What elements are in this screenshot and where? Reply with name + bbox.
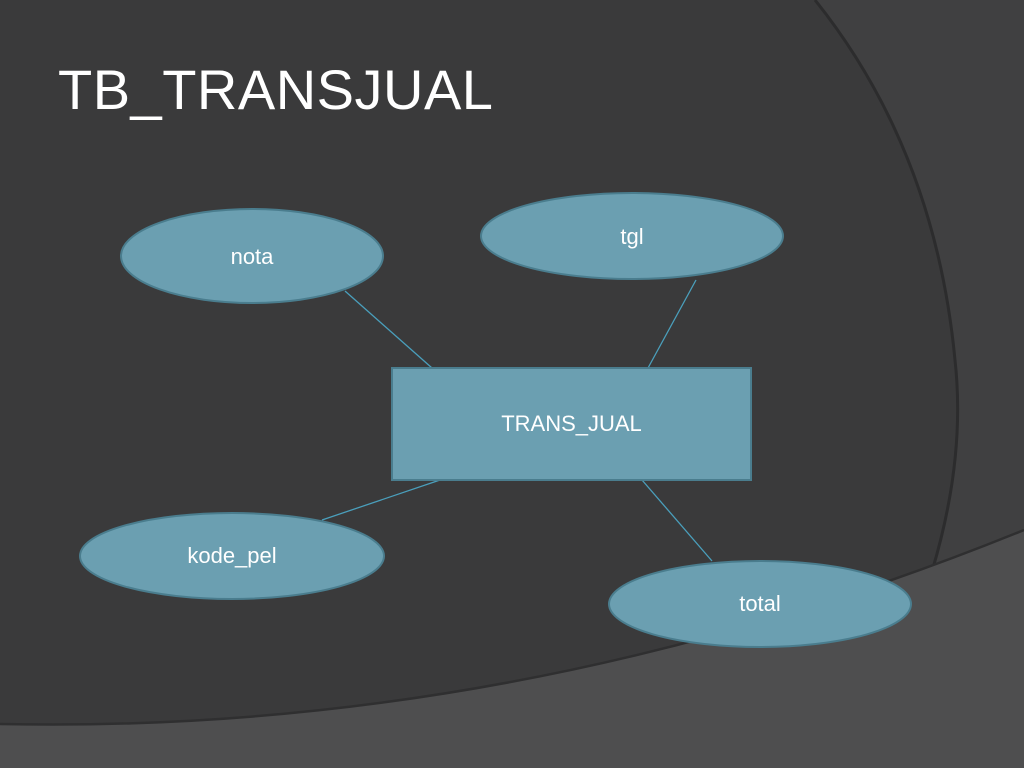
attribute-total[interactable]: total [608,560,912,648]
attribute-ellipse [120,208,384,304]
connector-tgl [647,279,697,369]
entity-label: TRANS_JUAL [501,411,642,436]
attribute-ellipse [608,560,912,648]
bottom-band [0,530,1024,768]
slide-title: TB_TRANSJUAL [58,58,494,121]
connector-nota [344,290,433,369]
attribute-label-kode-pel: kode_pel [187,543,276,568]
attribute-ellipse [79,512,385,600]
entity-trans-jual[interactable]: TRANS_JUAL [391,367,752,481]
attribute-label-nota: nota [231,244,275,269]
attribute-nota[interactable]: nota [120,208,384,304]
attribute-ellipse [480,192,784,280]
connector-total [641,479,713,562]
attribute-tgl[interactable]: tgl [480,192,784,280]
connector-kode-pel [321,479,441,521]
entity-box [391,367,752,481]
attribute-kode-pel[interactable]: kode_pel [79,512,385,600]
attribute-label-total: total [739,591,781,616]
attribute-label-tgl: tgl [620,224,643,249]
